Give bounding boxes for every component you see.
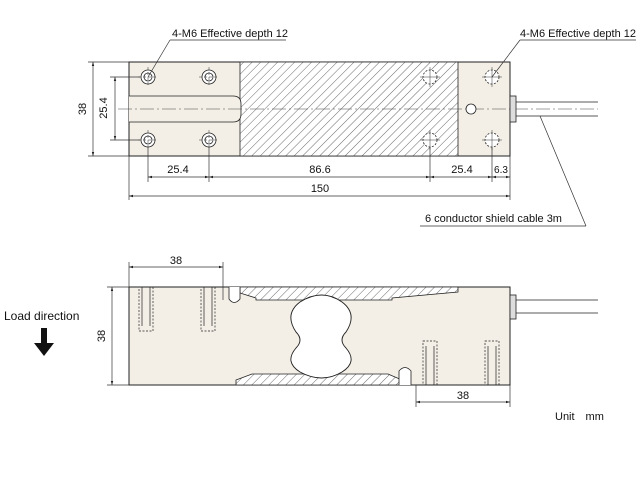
reference-hole <box>465 103 477 115</box>
unit-label: Unit mm <box>555 411 604 423</box>
dim-bottom-right: 38 <box>457 390 469 402</box>
hole-callout-right: 4-M6 Effective depth 12 <box>520 28 636 40</box>
dim-height-side: 38 <box>96 330 108 342</box>
dim-top-left: 38 <box>170 255 182 267</box>
binocular-hole <box>290 294 352 379</box>
threaded-hole-icon <box>422 340 438 386</box>
threaded-hole-icon <box>200 286 216 332</box>
threaded-hole-icon <box>484 340 500 386</box>
top-view: 4-M6 Effective depth 12 4-M6 Effective d… <box>77 28 636 227</box>
hole-callout-left: 4-M6 Effective depth 12 <box>172 28 288 40</box>
load-direction-label: Load direction <box>4 309 79 323</box>
side-view-top-slot <box>228 287 241 303</box>
dim-hole-pitch-vertical: 25.4 <box>98 97 110 118</box>
side-view: 38 38 38 <box>96 255 598 407</box>
dim-total-length: 150 <box>311 183 329 195</box>
threaded-hole-icon <box>138 286 154 332</box>
dim-height-top: 38 <box>77 103 89 115</box>
cable-gland-side <box>509 294 517 320</box>
dim-right-hole-spacing: 25.4 <box>451 164 472 176</box>
cable-gland-top <box>509 95 517 123</box>
dim-middle: 86.6 <box>309 164 330 176</box>
dim-left-hole-spacing: 25.4 <box>167 164 188 176</box>
side-view-top-cut <box>239 286 459 301</box>
dim-end: 6.3 <box>494 165 508 176</box>
cable-label: 6 conductor shield cable 3m <box>425 213 562 225</box>
side-view-bottom-slot <box>398 367 412 385</box>
load-direction-arrow-icon <box>34 328 54 356</box>
